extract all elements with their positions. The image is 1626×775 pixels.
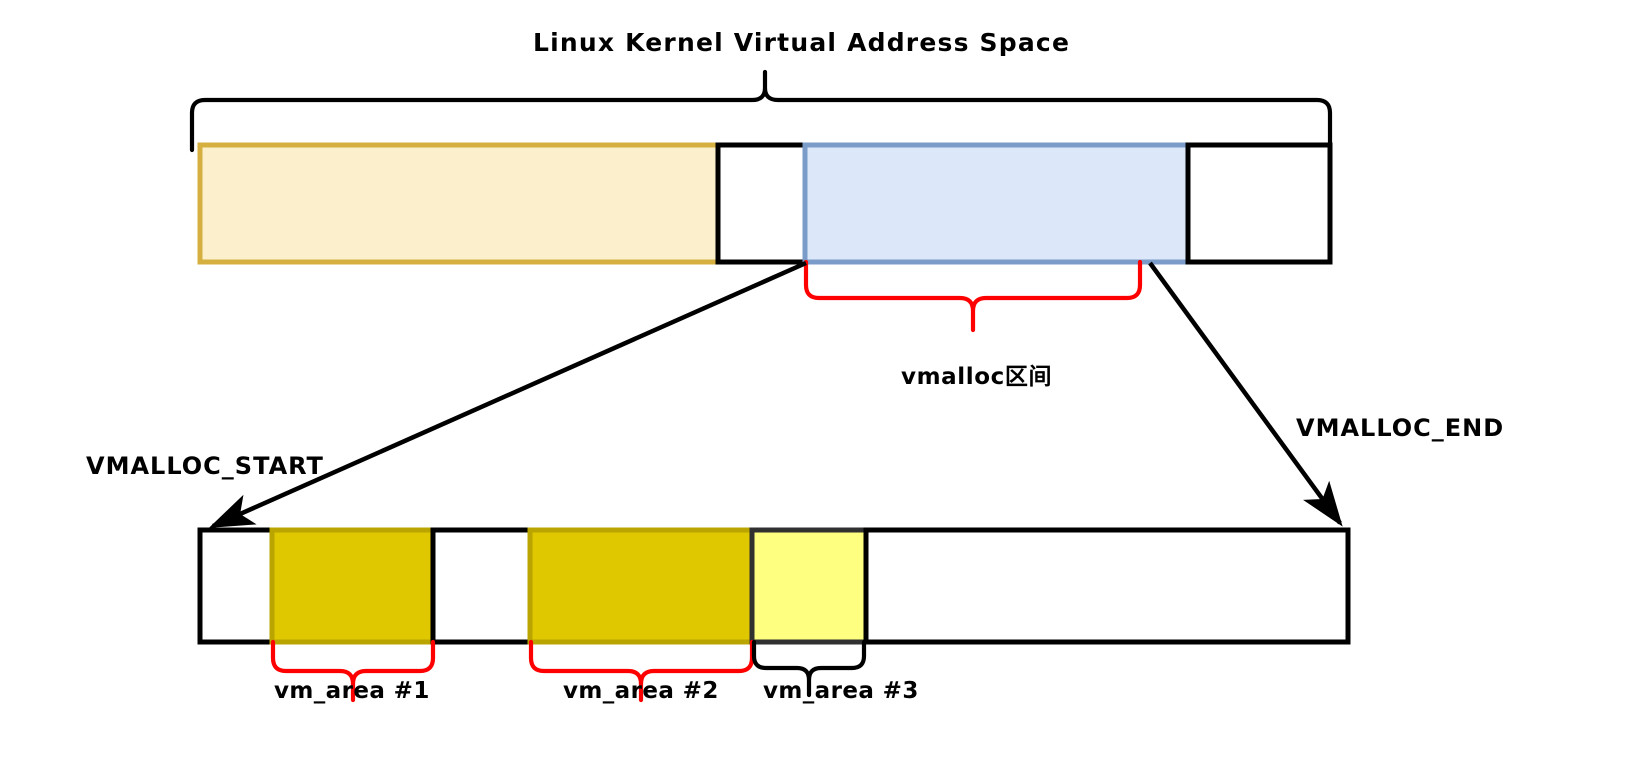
top-bar-segment-gap-1 bbox=[715, 142, 808, 265]
vmalloc-area-bar bbox=[197, 527, 1351, 645]
bottom-bar-segment-vm-area-1 bbox=[269, 527, 436, 645]
bottom-bar-segment-free-0 bbox=[197, 527, 275, 645]
vmalloc-end-label: VMALLOC_END bbox=[1296, 414, 1505, 442]
bottom-bar-segment-free-1 bbox=[430, 527, 533, 645]
vmalloc-brace bbox=[803, 259, 1143, 333]
bottom-bar-segment-vm-area-3 bbox=[749, 527, 869, 645]
top-bar-segment-cream bbox=[197, 142, 721, 265]
vm-area-2-label: vm_area #2 bbox=[563, 678, 719, 704]
title-brace bbox=[189, 69, 1333, 153]
vmalloc-end-arrow bbox=[1148, 261, 1343, 527]
top-bar-segment-vmalloc bbox=[802, 142, 1191, 265]
top-bar-segment-gap-2 bbox=[1185, 142, 1333, 265]
vm-area-2-brace bbox=[528, 639, 755, 703]
page-title: Linux Kernel Virtual Address Space bbox=[533, 28, 1071, 57]
bottom-bar-segment-free-2 bbox=[863, 527, 1351, 645]
vm-area-3-label: vm_area #3 bbox=[763, 678, 919, 704]
vmalloc-start-label: VMALLOC_START bbox=[86, 452, 324, 480]
bottom-bar-segment-vm-area-2 bbox=[527, 527, 755, 645]
vm-area-3-brace bbox=[751, 639, 867, 698]
vm-area-1-brace bbox=[270, 639, 436, 703]
kernel-virtual-address-space-bar bbox=[197, 142, 1333, 265]
vmalloc-region-label: vmalloc区间 bbox=[901, 364, 1053, 390]
vm-area-1-label: vm_area #1 bbox=[274, 678, 430, 704]
vmalloc-start-arrow bbox=[208, 260, 807, 529]
